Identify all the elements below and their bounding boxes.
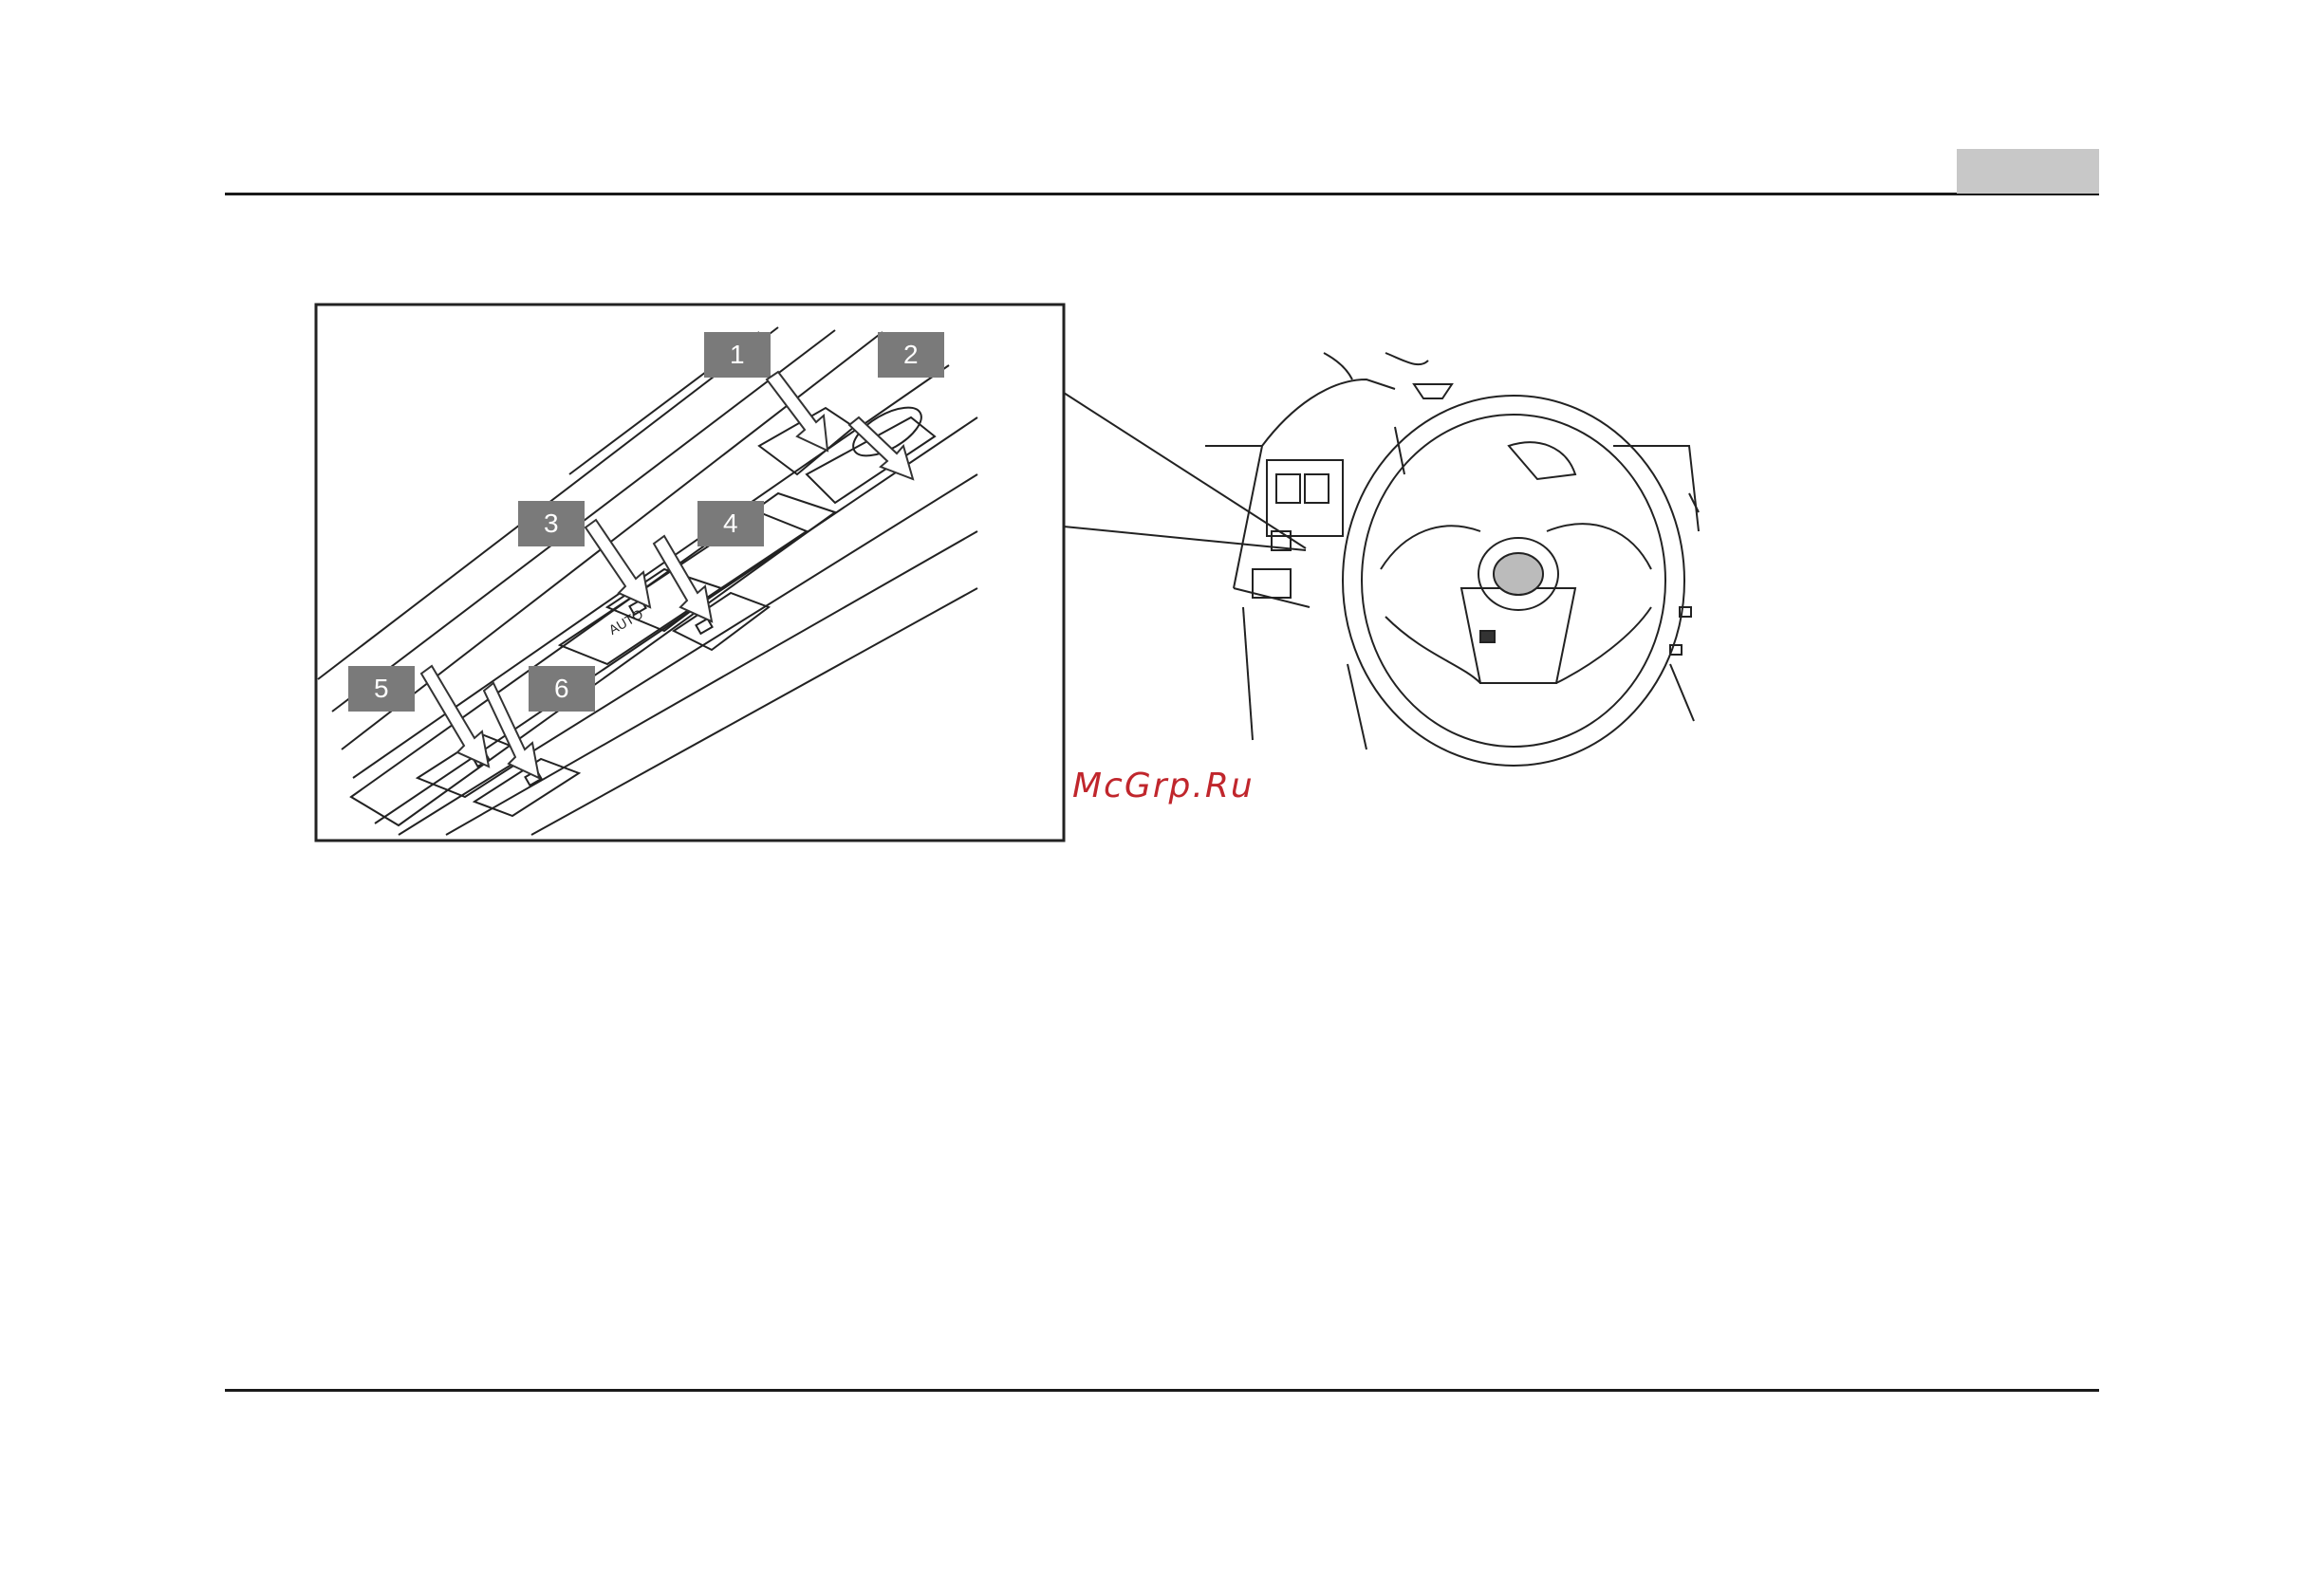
callout-2-label: 2 [903,340,919,369]
inset-detail [316,305,1064,841]
callout-1: 1 [704,332,771,378]
watermark-text: McGrp.Ru [1072,767,1255,805]
callout-5: 5 [348,666,415,712]
callout-6-label: 6 [554,674,569,703]
callout-6: 6 [529,666,595,712]
callout-3-label: 3 [544,509,559,538]
callout-1-label: 1 [730,340,745,369]
leader-lines [1064,393,1306,550]
callout-5-label: 5 [374,674,389,703]
callout-2: 2 [878,332,944,378]
callout-4-label: 4 [723,509,738,538]
footer-rule [225,1389,2099,1392]
callout-4: 4 [697,501,764,546]
car-interior-overview [1205,353,1699,766]
callout-3: 3 [518,501,585,546]
